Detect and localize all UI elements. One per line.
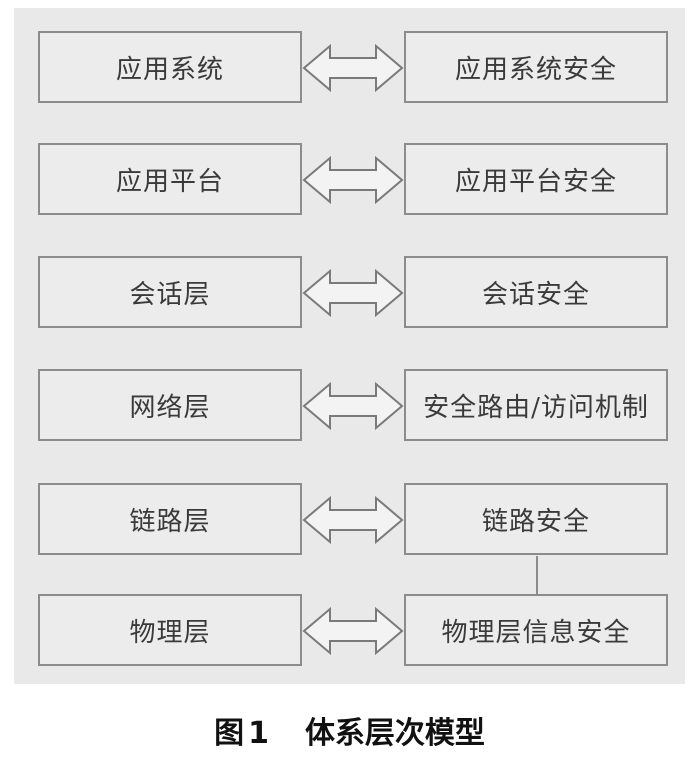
- double-arrow-icon: [302, 268, 404, 318]
- double-arrow-icon: [302, 43, 404, 93]
- double-arrow-icon: [302, 606, 404, 656]
- double-arrow-icon: [302, 495, 404, 545]
- layer-box-session: 会话层: [38, 256, 302, 328]
- double-arrow-icon: [302, 155, 404, 205]
- layer-box-physical: 物理层: [38, 594, 302, 666]
- layer-box-network: 网络层: [38, 369, 302, 441]
- caption-label: 图: [214, 716, 245, 751]
- connector-line: [536, 556, 538, 594]
- layer-box-link: 链路层: [38, 483, 302, 555]
- caption-number: 1: [248, 716, 269, 751]
- layer-box-application-platform: 应用平台: [38, 143, 302, 215]
- security-box-application-platform: 应用平台安全: [404, 143, 668, 215]
- security-box-link: 链路安全: [404, 483, 668, 555]
- double-arrow-icon: [302, 381, 404, 431]
- security-box-network: 安全路由/访问机制: [404, 369, 668, 441]
- security-box-physical: 物理层信息安全: [404, 594, 668, 666]
- security-box-application-system: 应用系统安全: [404, 31, 668, 103]
- caption-title: 体系层次模型: [304, 716, 485, 751]
- security-box-session: 会话安全: [404, 256, 668, 328]
- layer-box-application-system: 应用系统: [38, 31, 302, 103]
- diagram-panel: [14, 8, 685, 684]
